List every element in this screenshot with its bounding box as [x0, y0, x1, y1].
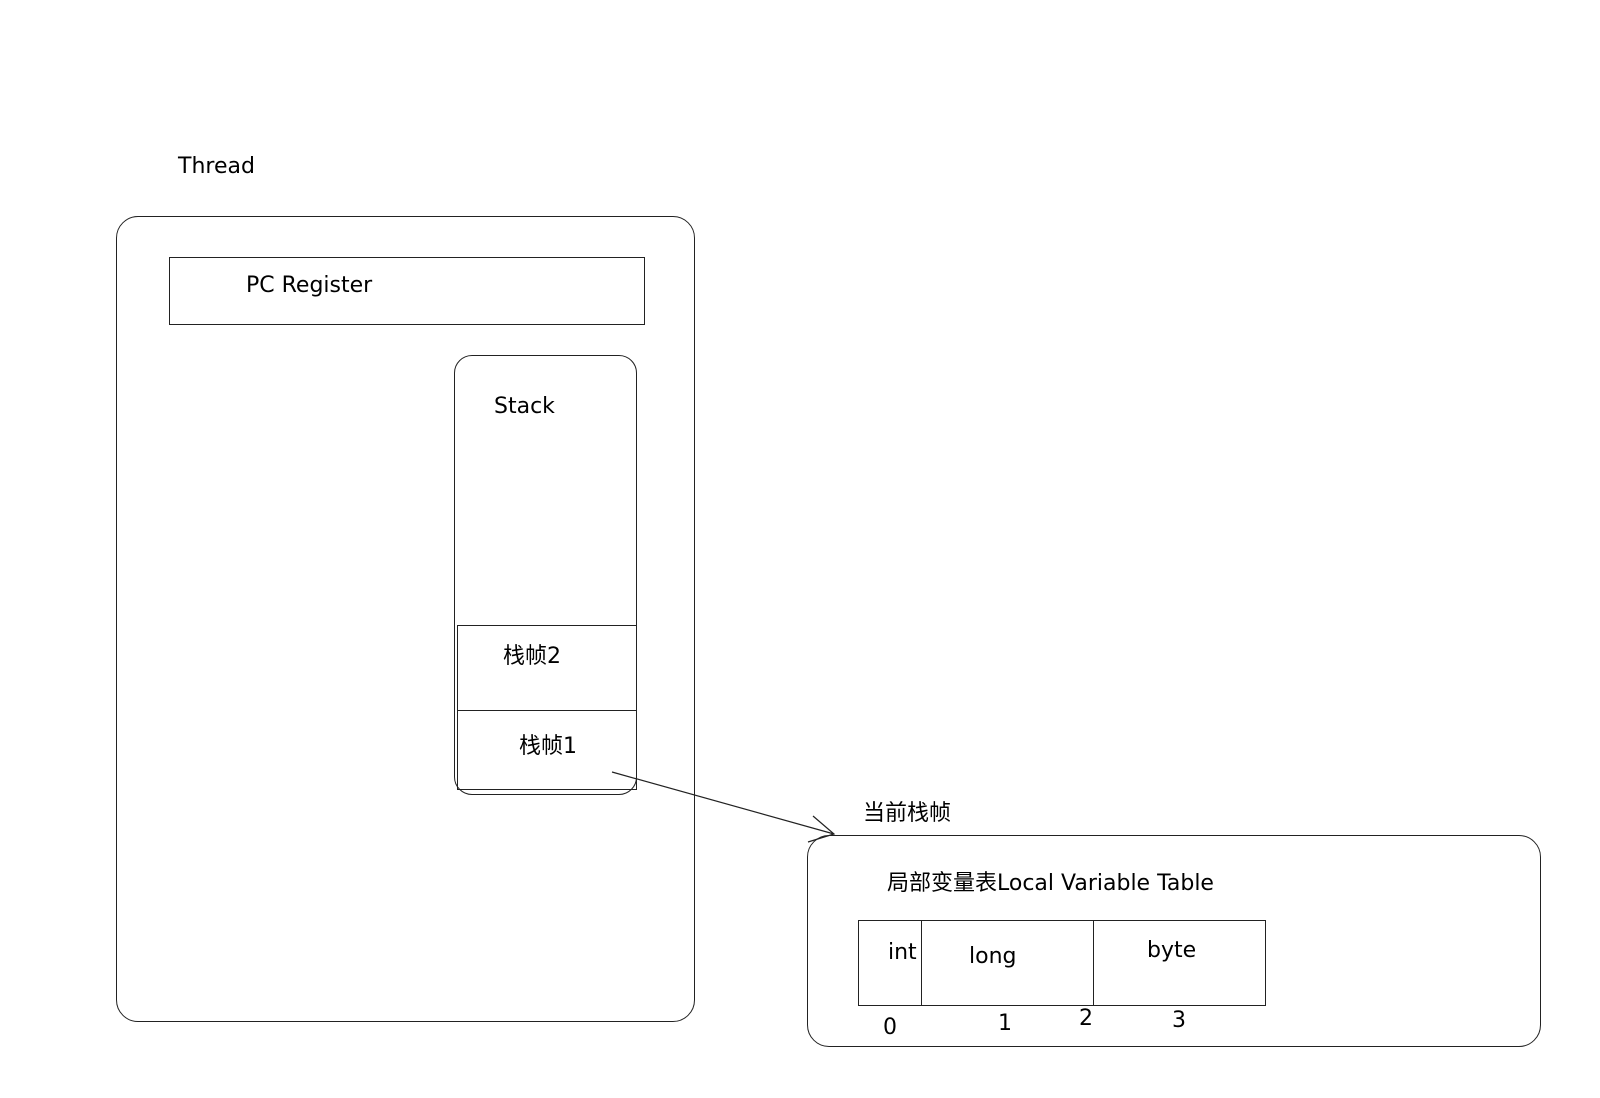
slot-int: int [888, 940, 917, 965]
stack-frame-1 [457, 710, 637, 790]
stack-title: Stack [494, 394, 555, 419]
pc-register-box [169, 257, 645, 325]
pc-register-label: PC Register [246, 273, 373, 298]
slot-byte: byte [1147, 938, 1197, 963]
slot-divider [1093, 921, 1094, 1005]
current-frame-container [807, 835, 1541, 1047]
stack-container [454, 355, 637, 795]
current-frame-label: 当前栈帧 [863, 801, 952, 826]
stack-frame-1-label: 栈帧1 [519, 734, 577, 759]
slot-index-2: 2 [1079, 1006, 1093, 1031]
slot-index-0: 0 [883, 1015, 897, 1040]
local-variable-table [858, 920, 1266, 1006]
stack-frame-2-label: 栈帧2 [503, 644, 561, 669]
slot-index-3: 3 [1172, 1008, 1186, 1033]
slot-long: long [969, 944, 1017, 969]
slot-index-1: 1 [998, 1011, 1012, 1036]
thread-title: Thread [178, 154, 255, 179]
local-variable-table-title: 局部变量表Local Variable Table [887, 871, 1214, 896]
thread-container [116, 216, 695, 1022]
slot-divider [921, 921, 922, 1005]
